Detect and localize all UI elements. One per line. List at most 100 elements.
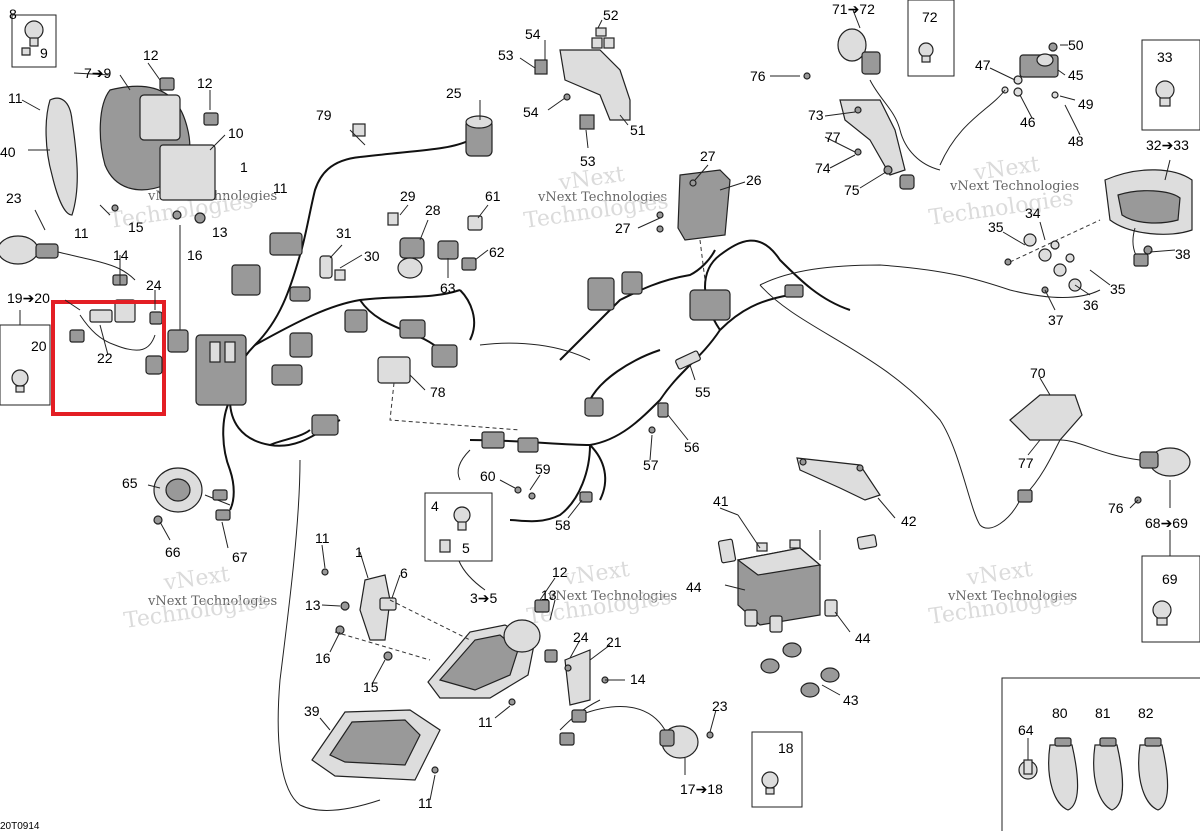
callout-60: 60 [480,468,496,484]
callout-31: 31 [336,225,352,241]
callout-3-5: 3➔5 [470,590,498,606]
watermark-text: vNext Technologies [947,589,1077,604]
callout-22: 22 [97,350,113,366]
callout-35: 35 [1110,281,1126,297]
horn [153,467,231,525]
callout-11: 11 [273,180,288,196]
callout-23: 23 [6,190,22,206]
callout-27: 27 [615,220,631,236]
bulb-box-72 [907,0,955,77]
callout-55: 55 [695,384,711,400]
callout-41: 41 [713,493,729,509]
callout-44: 44 [855,630,871,646]
callout-13: 13 [541,587,557,603]
callout-21: 21 [606,634,622,650]
fuse-area [145,225,189,375]
callout-16: 16 [315,650,331,666]
small-sensors [289,212,521,431]
callout-11: 11 [8,90,23,106]
callout-77: 77 [825,129,841,145]
callout-76: 76 [750,68,766,84]
callout-72: 72 [922,9,938,25]
callout-82: 82 [1138,705,1154,721]
callout-45: 45 [1068,67,1084,83]
callout-17-18: 17➔18 [680,781,723,797]
bulb-box-69 [1141,555,1200,643]
callout-70: 70 [1030,365,1046,381]
callout-24: 24 [146,277,162,293]
callout-14: 14 [113,247,129,263]
callout-12: 12 [143,47,159,63]
callout-59: 59 [535,461,551,477]
callout-1: 1 [355,544,363,560]
callout-32-33: 32➔33 [1146,137,1189,153]
callout-53: 53 [580,153,596,169]
callout-74: 74 [815,160,831,176]
callout-53: 53 [498,47,514,63]
callout-69: 69 [1162,571,1178,587]
callout-4: 4 [431,498,439,514]
callout-73: 73 [808,107,824,123]
callout-14: 14 [630,671,646,687]
callout-12: 12 [197,75,213,91]
callout-48: 48 [1068,133,1084,149]
callout-79: 79 [316,107,332,123]
callout-43: 43 [843,692,859,708]
relay-55 [648,350,701,434]
sensor-45 [939,39,1200,166]
callout-8: 8 [9,6,17,22]
callout-28: 28 [425,202,441,218]
callout-11: 11 [315,530,330,546]
right-turn-signal [1009,394,1200,643]
callout-40: 40 [0,144,16,160]
callout-11: 11 [74,225,89,241]
callout-47: 47 [975,57,991,73]
watermark-text: vNext [964,557,1034,591]
callout-44: 44 [686,579,702,595]
callout-26: 26 [746,172,762,188]
deflector-39 [311,709,441,781]
callout-76: 76 [1108,500,1124,516]
callout-5: 5 [462,540,470,556]
callout-13: 13 [212,224,228,240]
diagram-code: 20T0914 [0,821,40,831]
ecu-26 [656,169,731,281]
callout-68-69: 68➔69 [1145,515,1188,531]
callout-10: 10 [228,125,244,141]
callout-15: 15 [128,219,144,235]
callout-34: 34 [1025,205,1041,221]
watermark-text: vNext Technologies [949,179,1079,194]
callout-25: 25 [446,85,462,101]
bulb-box-20 [0,324,51,406]
callout-11: 11 [418,795,433,811]
callout-27: 27 [700,148,716,164]
watermark-text: vNext [161,562,231,596]
callout-12: 12 [552,564,568,580]
callout-56: 56 [684,439,700,455]
callout-38: 38 [1175,246,1191,262]
callout-81: 81 [1095,705,1111,721]
callout-18: 18 [778,740,794,756]
tail-lamp-32 [1004,169,1193,294]
watermark-text: vNext Technologies [537,190,667,205]
callout-63: 63 [440,280,456,296]
callout-62: 62 [489,244,505,260]
callout-35: 35 [988,219,1004,235]
connectors [195,232,804,453]
watermark-text: vNext Technologies [147,594,277,609]
watermark-text: vNext Technologies [547,589,677,604]
bracket-21 [559,649,803,808]
callout-61: 61 [485,188,501,204]
callout-49: 49 [1078,96,1094,112]
callout-52: 52 [603,7,619,23]
callout-71-72: 71➔72 [832,1,875,17]
callout-19-20: 19➔20 [7,290,50,306]
leader-lines [19,9,1176,801]
sensor-25 [352,115,493,157]
callout-75: 75 [844,182,860,198]
left-turn-signal [0,235,136,406]
grommets-43 [760,642,840,698]
highlight-box [51,300,166,416]
